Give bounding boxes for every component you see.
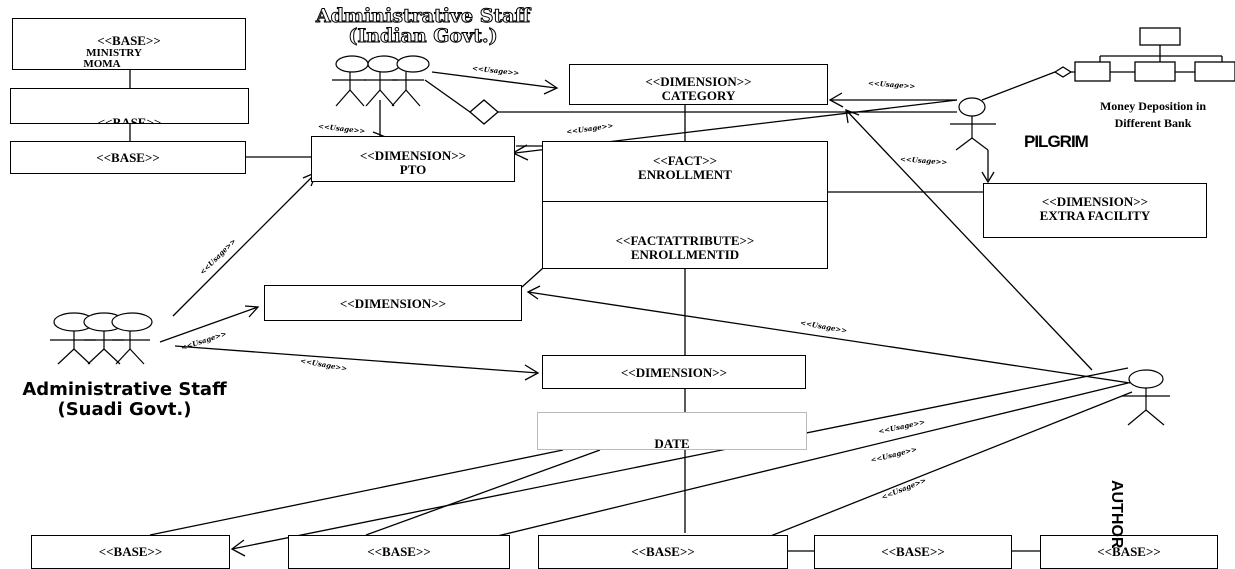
stereotype-label: <<BASE>> <box>881 544 945 559</box>
money-deposition-note: Money Deposition in Different Bank <box>1099 99 1206 130</box>
fact-attribute-box: <<FACTATTRIBUTE>> ENROLLMENTID <box>542 201 828 269</box>
box-name: PTO <box>399 162 427 177</box>
saudi-staff-actor-icon <box>50 312 153 365</box>
base-clipped-box: <<BASE>> <box>10 88 249 124</box>
saudi-staff-title-line: (Suadi Govt.) <box>57 399 192 420</box>
stereotype-label: <<BASE>> <box>631 544 695 559</box>
date-box: DATE <box>537 412 807 450</box>
stereotype-label: <<DIMENSION>> <box>1041 194 1149 209</box>
author-label: AUTHOR <box>1108 480 1125 549</box>
saudi-staff-title-line: Administrative Staff <box>22 379 227 400</box>
saudi-staff-title: Administrative Staff (Suadi Govt.) <box>2 380 247 420</box>
base-bottom-box: <<BASE>> <box>288 535 510 569</box>
base-bottom-box: <<BASE>> <box>31 535 230 569</box>
indian-staff-title-line: (Indian Govt.) <box>348 25 498 47</box>
stereotype-label: <<DIMENSION>> <box>339 296 447 311</box>
pilgrim-label: PILGRIM <box>1024 132 1089 151</box>
fact-enrollment-box: <<FACT>> ENROLLMENT <box>542 141 828 202</box>
stereotype-label: <<FACT>> <box>652 153 718 168</box>
author-actor-icon <box>1122 369 1170 426</box>
dimension-category-box: <<DIMENSION>> CATEGORY <box>569 64 828 105</box>
indian-staff-actor-icon <box>332 55 430 107</box>
stereotype-label: <<DIMENSION>> <box>359 148 467 163</box>
base-bottom-box: <<BASE>> <box>1040 535 1218 569</box>
base-left-box: <<BASE>> <box>10 141 246 174</box>
stereotype-label: <<BASE>> <box>97 33 161 48</box>
dimension-extra-facility-box: <<DIMENSION>> EXTRA FACILITY <box>983 183 1207 238</box>
dimension-pto-box: <<DIMENSION>> PTO <box>311 136 515 182</box>
dimension-lower-box: <<DIMENSION>> <box>542 355 806 389</box>
box-name: ENROLLMENTID <box>630 247 740 262</box>
stereotype-label: <<BASE>> <box>1097 544 1161 559</box>
stereotype-label: <<FACTATTRIBUTE>> <box>615 233 755 248</box>
pilgrim-actor-icon <box>950 97 996 151</box>
dimension-middle-box: <<DIMENSION>> <box>264 285 522 321</box>
stereotype-label: <<BASE>> <box>367 544 431 559</box>
box-name: DATE <box>654 436 690 450</box>
stereotype-label: <<DIMENSION>> <box>645 74 752 89</box>
stereotype-label: <<BASE>> <box>97 115 162 124</box>
indian-staff-title-line: Administrative Staff <box>315 5 531 27</box>
box-name: MINISTRY <box>86 47 142 59</box>
box-name: MOMA <box>83 58 121 70</box>
indian-staff-title: Administrative Staff (Indian Govt.) <box>278 5 568 47</box>
stereotype-label: <<BASE>> <box>96 150 160 165</box>
stereotype-label: <<BASE>> <box>98 544 163 559</box>
base-bottom-box: <<BASE>> <box>814 535 1012 569</box>
box-name: CATEGORY <box>661 88 736 103</box>
box-name: ENROLLMENT <box>638 167 732 182</box>
base-ministry-box: <<BASE>> MINISTRY MOMA <box>12 18 246 70</box>
base-bottom-box: <<BASE>> <box>538 535 788 569</box>
box-name: EXTRA FACILITY <box>1039 208 1151 223</box>
stereotype-label: <<DIMENSION>> <box>620 365 728 380</box>
